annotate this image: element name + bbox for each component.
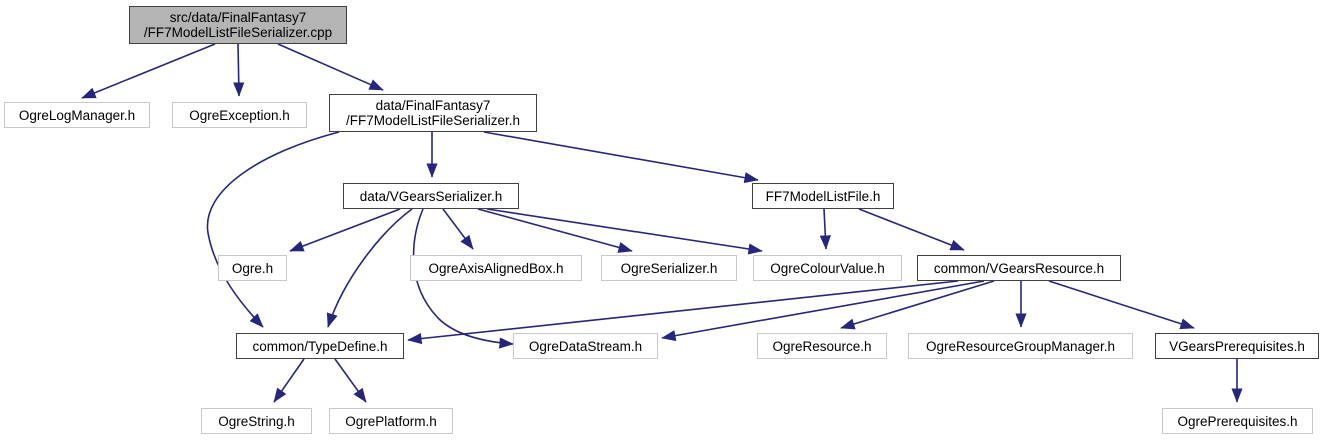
graph-node-ogrestring[interactable]: OgreString.h xyxy=(201,408,312,434)
graph-node-vgearsprerequisites[interactable]: VGearsPrerequisites.h xyxy=(1155,333,1319,359)
graph-edge-vgearsserializer-to-ogre_h xyxy=(289,208,401,252)
graph-node-label: OgreLogManager.h xyxy=(18,107,136,123)
graph-node-label: OgrePrerequisites.h xyxy=(1177,413,1298,429)
graph-node-ogreplatform[interactable]: OgrePlatform.h xyxy=(329,408,453,434)
graph-node-typedefine[interactable]: common/TypeDefine.h xyxy=(236,333,404,359)
graph-node-ogreprerequisites[interactable]: OgrePrerequisites.h xyxy=(1162,408,1313,434)
graph-node-label: data/VGearsSerializer.h xyxy=(359,188,503,204)
graph-edge-typedefine-to-ogrestring xyxy=(273,358,305,403)
graph-node-label: OgreColourValue.h xyxy=(770,260,885,276)
graph-edge-ff7serializer_h-to-ff7modellistfile xyxy=(483,131,759,184)
graph-node-label: OgreAxisAlignedBox.h xyxy=(428,260,564,276)
graph-edge-vgearsserializer-to-typedefine xyxy=(326,208,413,328)
graph-node-label: common/TypeDefine.h xyxy=(252,338,388,354)
graph-edge-root-to-ogreexception xyxy=(233,43,245,97)
graph-node-ogreserializer[interactable]: OgreSerializer.h xyxy=(601,255,737,281)
graph-node-label: data/FinalFantasy7 xyxy=(375,98,491,113)
graph-node-label: VGearsPrerequisites.h xyxy=(1169,338,1305,354)
graph-node-ogreresourcegroupmanager[interactable]: OgreResourceGroupManager.h xyxy=(908,333,1133,359)
graph-node-ogrelogmanager[interactable]: OgreLogManager.h xyxy=(4,102,150,128)
graph-edge-vgearsresource-to-vgearsprerequisites xyxy=(1048,280,1195,330)
graph-edge-vgearsresource-to-ogreresource xyxy=(840,280,995,330)
graph-node-label: common/VGearsResource.h xyxy=(933,260,1105,276)
graph-node-ogreexception[interactable]: OgreException.h xyxy=(172,102,307,128)
graph-node-label: OgrePlatform.h xyxy=(345,413,437,429)
graph-node-ogreresource[interactable]: OgreResource.h xyxy=(757,333,887,359)
graph-edge-typedefine-to-ogreplatform xyxy=(334,358,367,403)
graph-node-root[interactable]: src/data/FinalFantasy7/FF7ModelListFileS… xyxy=(129,6,347,44)
graph-node-ogreaxisalignedbox[interactable]: OgreAxisAlignedBox.h xyxy=(410,255,582,281)
graph-node-label: FF7ModelListFile.h xyxy=(765,188,881,204)
graph-edge-vgearsserializer-to-ogrecolourvalue xyxy=(486,208,763,255)
graph-node-ff7modellistfile[interactable]: FF7ModelListFile.h xyxy=(752,183,894,209)
graph-node-label: Ogre.h xyxy=(231,260,274,276)
graph-edge-root-to-ff7serializer_h xyxy=(277,43,384,91)
graph-edge-vgearsserializer-to-ogreserializer xyxy=(477,208,633,253)
graph-node-label: /FF7ModelListFileSerializer.h xyxy=(345,113,521,128)
graph-node-label: /FF7ModelListFileSerializer.cpp xyxy=(143,25,333,40)
graph-edge-ff7modellistfile-to-ogrecolourvalue xyxy=(819,208,831,250)
graph-edge-vgearsserializer-to-ogreaxisalignedbox xyxy=(442,208,474,250)
graph-node-ogrecolourvalue[interactable]: OgreColourValue.h xyxy=(753,255,902,281)
graph-edge-ff7serializer_h-to-typedefine xyxy=(206,131,340,328)
graph-node-ogredatastream[interactable]: OgreDataStream.h xyxy=(513,333,658,359)
graph-node-ogre_h[interactable]: Ogre.h xyxy=(218,255,287,281)
graph-edge-vgearsserializer-to-ogredatastream xyxy=(412,208,514,349)
graph-node-ff7serializer_h[interactable]: data/FinalFantasy7/FF7ModelListFileSeria… xyxy=(329,94,537,132)
graph-node-vgearsresource[interactable]: common/VGearsResource.h xyxy=(917,255,1121,281)
graph-node-label: OgreSerializer.h xyxy=(620,260,718,276)
graph-edge-root-to-ogrelogmanager xyxy=(81,43,216,99)
graph-node-label: OgreResource.h xyxy=(772,338,872,354)
graph-edge-vgearsresource-to-ogredatastream xyxy=(661,280,985,342)
graph-node-label: OgreDataStream.h xyxy=(528,338,643,354)
graph-edge-vgearsresource-to-typedefine xyxy=(407,280,959,345)
graph-node-label: OgreException.h xyxy=(189,107,290,123)
graph-node-label: OgreString.h xyxy=(218,413,295,429)
graph-edge-ff7modellistfile-to-vgearsresource xyxy=(858,208,965,251)
graph-node-label: src/data/FinalFantasy7 xyxy=(169,10,307,25)
graph-node-vgearsserializer[interactable]: data/VGearsSerializer.h xyxy=(343,183,519,209)
graph-node-label: OgreResourceGroupManager.h xyxy=(925,338,1116,354)
